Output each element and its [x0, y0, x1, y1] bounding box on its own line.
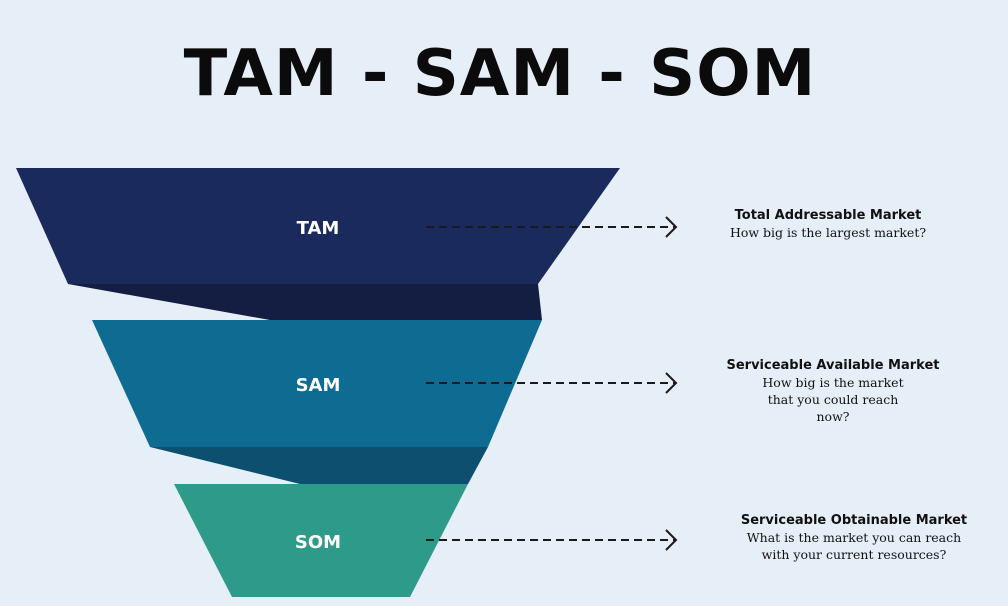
som-heading: Serviceable Obtainable Market — [740, 513, 968, 528]
sam-label: SAM — [296, 375, 341, 396]
diagram-title: TAM - SAM - SOM — [183, 37, 817, 111]
sam-heading: Serviceable Available Market — [726, 358, 940, 373]
sam-question: How big is the market that you could rea… — [762, 375, 904, 424]
sam-som-connector — [150, 447, 488, 484]
som-question: What is the market you can reach with yo… — [746, 530, 962, 562]
tam-sam-connector — [68, 284, 542, 320]
som-label: SOM — [295, 532, 341, 553]
sam-band — [92, 320, 542, 447]
som-band — [174, 484, 468, 597]
tam-label: TAM — [297, 218, 340, 239]
tam-question: How big is the largest market? — [729, 225, 927, 240]
sam-description: Serviceable Available Market How big is … — [720, 357, 946, 425]
tam-description: Total Addressable Market How big is the … — [718, 207, 938, 241]
tam-heading: Total Addressable Market — [734, 208, 922, 223]
tam-band — [16, 168, 620, 284]
som-description: Serviceable Obtainable Market What is th… — [734, 512, 974, 563]
